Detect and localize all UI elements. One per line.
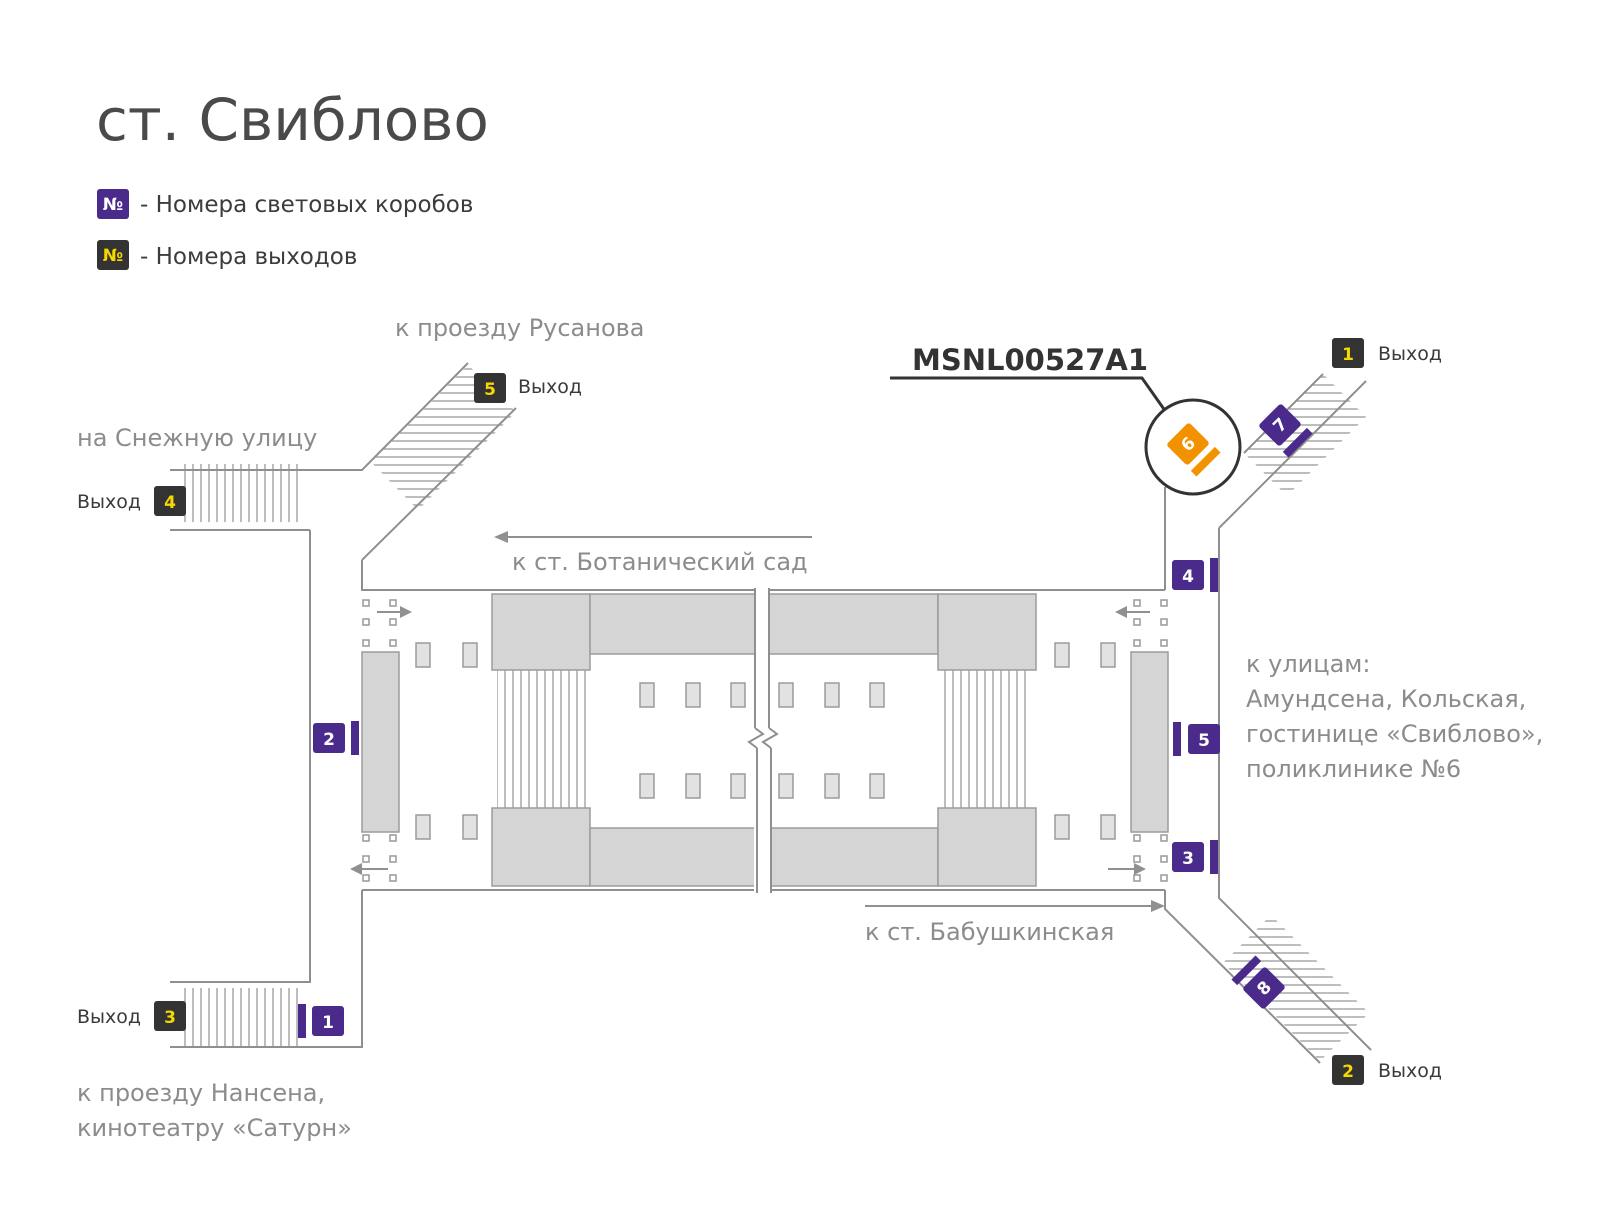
- turnstiles: [362, 599, 1168, 882]
- lightbox-number: 5: [1198, 731, 1210, 751]
- exit-number: 3: [164, 1008, 176, 1028]
- lightbox-number: 2: [323, 730, 335, 750]
- legend-exit-swatch: [97, 240, 129, 270]
- exit-badge-3: Выход 3: [77, 1001, 186, 1031]
- lightbox-8: 8: [1231, 955, 1285, 1009]
- callout-leader-line: [890, 376, 1168, 413]
- lightbox-5: 5: [1173, 722, 1220, 756]
- direction-arrows: [350, 531, 1165, 912]
- exit-number: 5: [484, 380, 496, 400]
- lightbox-4: 4: [1172, 558, 1218, 592]
- direction-nansena-line-2: кинотеатру «Сатурн»: [77, 1114, 352, 1142]
- lightbox-number: 3: [1182, 849, 1194, 869]
- stairs-left: [497, 670, 589, 808]
- lightbox-number: 4: [1182, 567, 1194, 587]
- page-title: ст. Свиблово: [96, 86, 489, 154]
- legend-exit-label: - Номера выходов: [140, 244, 357, 270]
- exit-label: Выход: [518, 376, 582, 398]
- direction-streets-line-2: Амундсена, Кольская,: [1246, 685, 1526, 713]
- direction-streets-line-1: к улицам:: [1246, 650, 1371, 678]
- lightbox-2: 2: [313, 721, 359, 755]
- track-break: [747, 588, 779, 893]
- legend-exit-symbol: №: [103, 246, 123, 266]
- legend-lightbox-swatch: [97, 189, 129, 219]
- stairs-exit-4: [180, 464, 304, 522]
- legend-lightbox-symbol: №: [103, 195, 123, 215]
- exit-badge-4: Выход 4: [77, 486, 186, 516]
- stairs-right: [938, 670, 1030, 808]
- direction-snezhnaya: на Снежную улицу: [77, 424, 317, 452]
- exit-badge-1: 1 Выход: [1332, 338, 1442, 368]
- pillars: [415, 642, 1116, 840]
- direction-rusanova: к проезду Русанова: [395, 314, 645, 342]
- direction-streets-line-4: поликлинике №6: [1246, 755, 1461, 783]
- legend-lightbox-label: - Номера световых коробов: [140, 192, 473, 218]
- exit-badge-2: 2 Выход: [1332, 1055, 1442, 1085]
- exit-label: Выход: [1378, 1060, 1442, 1082]
- stairs-exit-3: [180, 988, 304, 1046]
- direction-nansena: к проезду Нансена, кинотеатру «Сатурн»: [77, 1079, 352, 1142]
- exit-label: Выход: [1378, 343, 1442, 365]
- station-walls: [170, 362, 1372, 1064]
- exit-number: 4: [164, 493, 176, 513]
- direction-nansena-line-1: к проезду Нансена,: [77, 1079, 325, 1107]
- legend-exit: № - Номера выходов: [97, 240, 357, 270]
- lightbox-number: 1: [322, 1013, 334, 1033]
- exit-number: 2: [1342, 1062, 1354, 1082]
- lightbox-7: 7: [1259, 404, 1313, 458]
- direction-babushkinskaya: к ст. Бабушкинская: [865, 918, 1114, 946]
- lightbox-code: MSNL00527A1: [912, 343, 1148, 377]
- legend-lightbox: № - Номера световых коробов: [97, 189, 473, 219]
- exit-label: Выход: [77, 491, 141, 513]
- direction-streets: к улицам: Амундсена, Кольская, гостинице…: [1246, 650, 1543, 783]
- highlighted-lightbox-callout: MSNL00527A1 6: [890, 343, 1242, 496]
- stairs-exit-2: [1223, 915, 1369, 1061]
- direction-botanichesky-sad: к ст. Ботанический сад: [512, 548, 808, 576]
- direction-streets-line-3: гостинице «Свиблово»,: [1246, 720, 1543, 748]
- exit-number: 1: [1342, 345, 1354, 365]
- exit-badge-5: 5 Выход: [474, 373, 582, 403]
- exit-label: Выход: [77, 1006, 141, 1028]
- lightbox-1: 1: [298, 1004, 344, 1038]
- lightbox-6: 6: [1167, 423, 1221, 477]
- lightbox-3: 3: [1172, 840, 1218, 874]
